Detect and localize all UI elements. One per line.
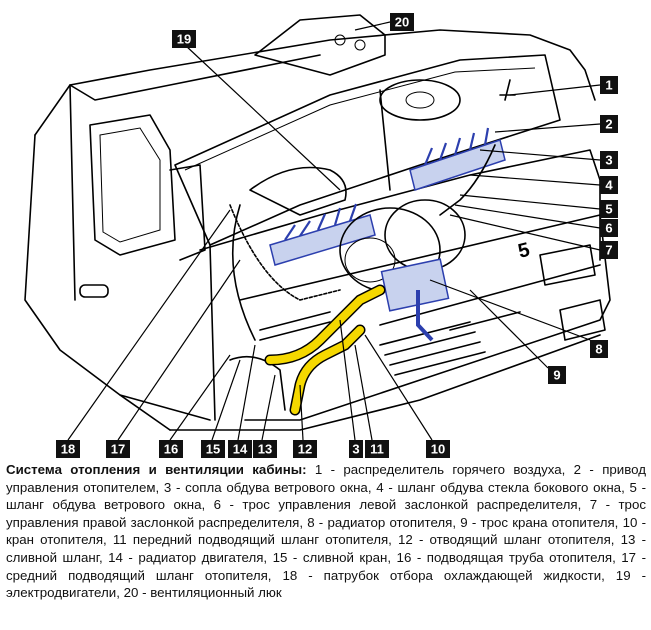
callout-1: 1 — [600, 76, 618, 94]
callout-7: 7 — [600, 241, 618, 259]
callout-label: 2 — [605, 117, 612, 132]
callout-14: 14 — [228, 440, 252, 458]
air-distributor — [269, 127, 506, 266]
callout-label: 11 — [370, 442, 384, 457]
callout-label: 20 — [395, 15, 409, 30]
callout-6: 6 — [600, 219, 618, 237]
callout-label: 1 — [605, 78, 612, 93]
callout-label: 9 — [553, 368, 560, 383]
callout-label: 3 — [352, 442, 359, 457]
diagram-caption: Система отопления и вентиляции кабины: 1… — [6, 461, 646, 602]
heater-radiator-shape — [380, 258, 450, 312]
heating-system-diagram: 5 — [24, 13, 618, 458]
body-emblem: 5 — [516, 239, 532, 263]
callout-5: 5 — [600, 200, 618, 218]
callout-16: 16 — [159, 440, 183, 458]
roof-hatch-shape — [254, 14, 386, 76]
callout-label: 12 — [298, 442, 312, 457]
callout-10: 10 — [426, 440, 450, 458]
callout-label: 15 — [206, 442, 220, 457]
cab-body — [24, 14, 611, 431]
callout-label: 3 — [605, 153, 612, 168]
callout-12: 12 — [293, 440, 317, 458]
callout-label: 7 — [605, 243, 612, 258]
callout-label: 8 — [595, 342, 602, 357]
callout-label: 13 — [258, 442, 272, 457]
heater-unit — [339, 199, 466, 342]
callout-3: 3 — [600, 151, 618, 169]
callout-label: 10 — [431, 442, 445, 457]
callout-label: 4 — [605, 178, 613, 193]
callout-label: 18 — [61, 442, 75, 457]
leader-lines — [67, 21, 601, 441]
callout-11: 11 — [365, 440, 389, 458]
callout-label: 17 — [111, 442, 125, 457]
callout-2: 2 — [600, 115, 618, 133]
callout-label: 5 — [605, 202, 612, 217]
callout-8: 8 — [590, 340, 608, 358]
callout-label: 14 — [233, 442, 248, 457]
callout-17: 17 — [106, 440, 130, 458]
callout-20: 20 — [390, 13, 414, 31]
heater-hoses — [264, 284, 386, 416]
callout-13: 13 — [253, 440, 277, 458]
callout-9: 9 — [548, 366, 566, 384]
callout-19: 19 — [172, 30, 196, 48]
caption-text: 1 - распределитель горячего воздуха, 2 -… — [6, 462, 646, 601]
callout-18: 18 — [56, 440, 80, 458]
caption-title: Система отопления и вентиляции кабины: — [6, 462, 307, 477]
callout-3b: 3 — [349, 440, 363, 458]
callout-15: 15 — [201, 440, 225, 458]
callout-4: 4 — [600, 176, 618, 194]
callout-label: 16 — [164, 442, 178, 457]
callout-label: 19 — [177, 32, 191, 47]
callout-label: 6 — [605, 221, 612, 236]
